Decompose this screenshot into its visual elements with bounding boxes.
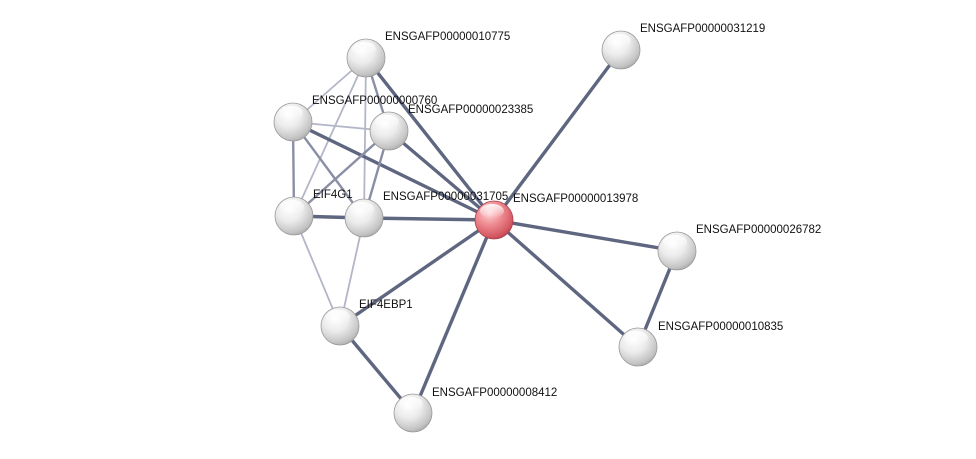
node-eif4g1[interactable]: EIF4G1 <box>274 189 353 236</box>
edge-n13978-n31219 <box>492 48 623 222</box>
edge-n13978-n10835 <box>492 218 640 349</box>
node-n10775[interactable]: ENSGAFP00000010775 <box>346 31 510 78</box>
edge-n10775-n13978 <box>364 56 496 222</box>
edge-n10775-n31705 <box>363 57 367 219</box>
node-label: ENSGAFP00000008412 <box>432 387 557 399</box>
node-label: ENSGAFP00000010835 <box>658 321 783 333</box>
edge-n13978-eif4ebp1 <box>338 218 496 328</box>
edge-eif4g1-eif4ebp1 <box>293 215 341 327</box>
node-n8412[interactable]: ENSGAFP00000008412 <box>393 387 557 433</box>
node-gloss-highlight <box>375 115 399 129</box>
edge-n23385-n13978 <box>387 129 496 222</box>
node-label: EIF4G1 <box>313 189 353 201</box>
node-label: ENSGAFP00000026782 <box>696 224 821 236</box>
node-label: ENSGAFP00000000760 <box>312 95 437 107</box>
node-label: EIF4EBP1 <box>359 299 413 311</box>
node-label: ENSGAFP00000010775 <box>385 31 510 43</box>
edge-n31705-n13978 <box>362 216 496 222</box>
node-n0760[interactable]: ENSGAFP00000000760 <box>273 95 437 142</box>
node-gloss-highlight <box>279 106 303 120</box>
node-n13978[interactable]: ENSGAFP00000013978 <box>474 193 638 240</box>
node-n31705[interactable]: ENSGAFP00000031705 <box>344 191 508 238</box>
node-n10835[interactable]: ENSGAFP00000010835 <box>618 321 783 367</box>
node-n23385[interactable]: ENSGAFP00000023385 <box>369 104 533 151</box>
edge-n13978-n8412 <box>411 218 496 415</box>
node-gloss-highlight <box>480 204 504 218</box>
node-n31219[interactable]: ENSGAFP00000031219 <box>601 23 765 70</box>
edge-n0760-n13978 <box>291 120 496 222</box>
edge-n10775-eif4g1 <box>293 57 367 217</box>
node-n26782[interactable]: ENSGAFP00000026782 <box>657 224 821 271</box>
node-gloss-highlight <box>624 331 648 345</box>
edge-n0760-n31705 <box>291 120 366 220</box>
node-gloss-highlight <box>663 235 687 249</box>
node-label: ENSGAFP00000031219 <box>640 23 765 35</box>
node-gloss-highlight <box>607 34 631 48</box>
edge-n23385-eif4g1 <box>292 129 391 218</box>
edge-n13978-n26782 <box>492 218 679 253</box>
node-gloss-highlight <box>326 310 350 324</box>
nodes-layer: ENSGAFP00000010775 ENSGAFP00000031219ENSG… <box>273 23 821 433</box>
node-label: ENSGAFP00000013978 <box>513 193 638 205</box>
node-eif4ebp1[interactable]: EIF4EBP1 <box>320 299 413 346</box>
node-gloss-highlight <box>350 202 374 216</box>
node-gloss-highlight <box>399 397 423 411</box>
node-label: ENSGAFP00000023385 <box>408 104 533 116</box>
node-label: ENSGAFP00000031705 <box>383 191 508 203</box>
node-gloss-highlight <box>352 42 376 56</box>
node-gloss-highlight <box>280 200 304 214</box>
